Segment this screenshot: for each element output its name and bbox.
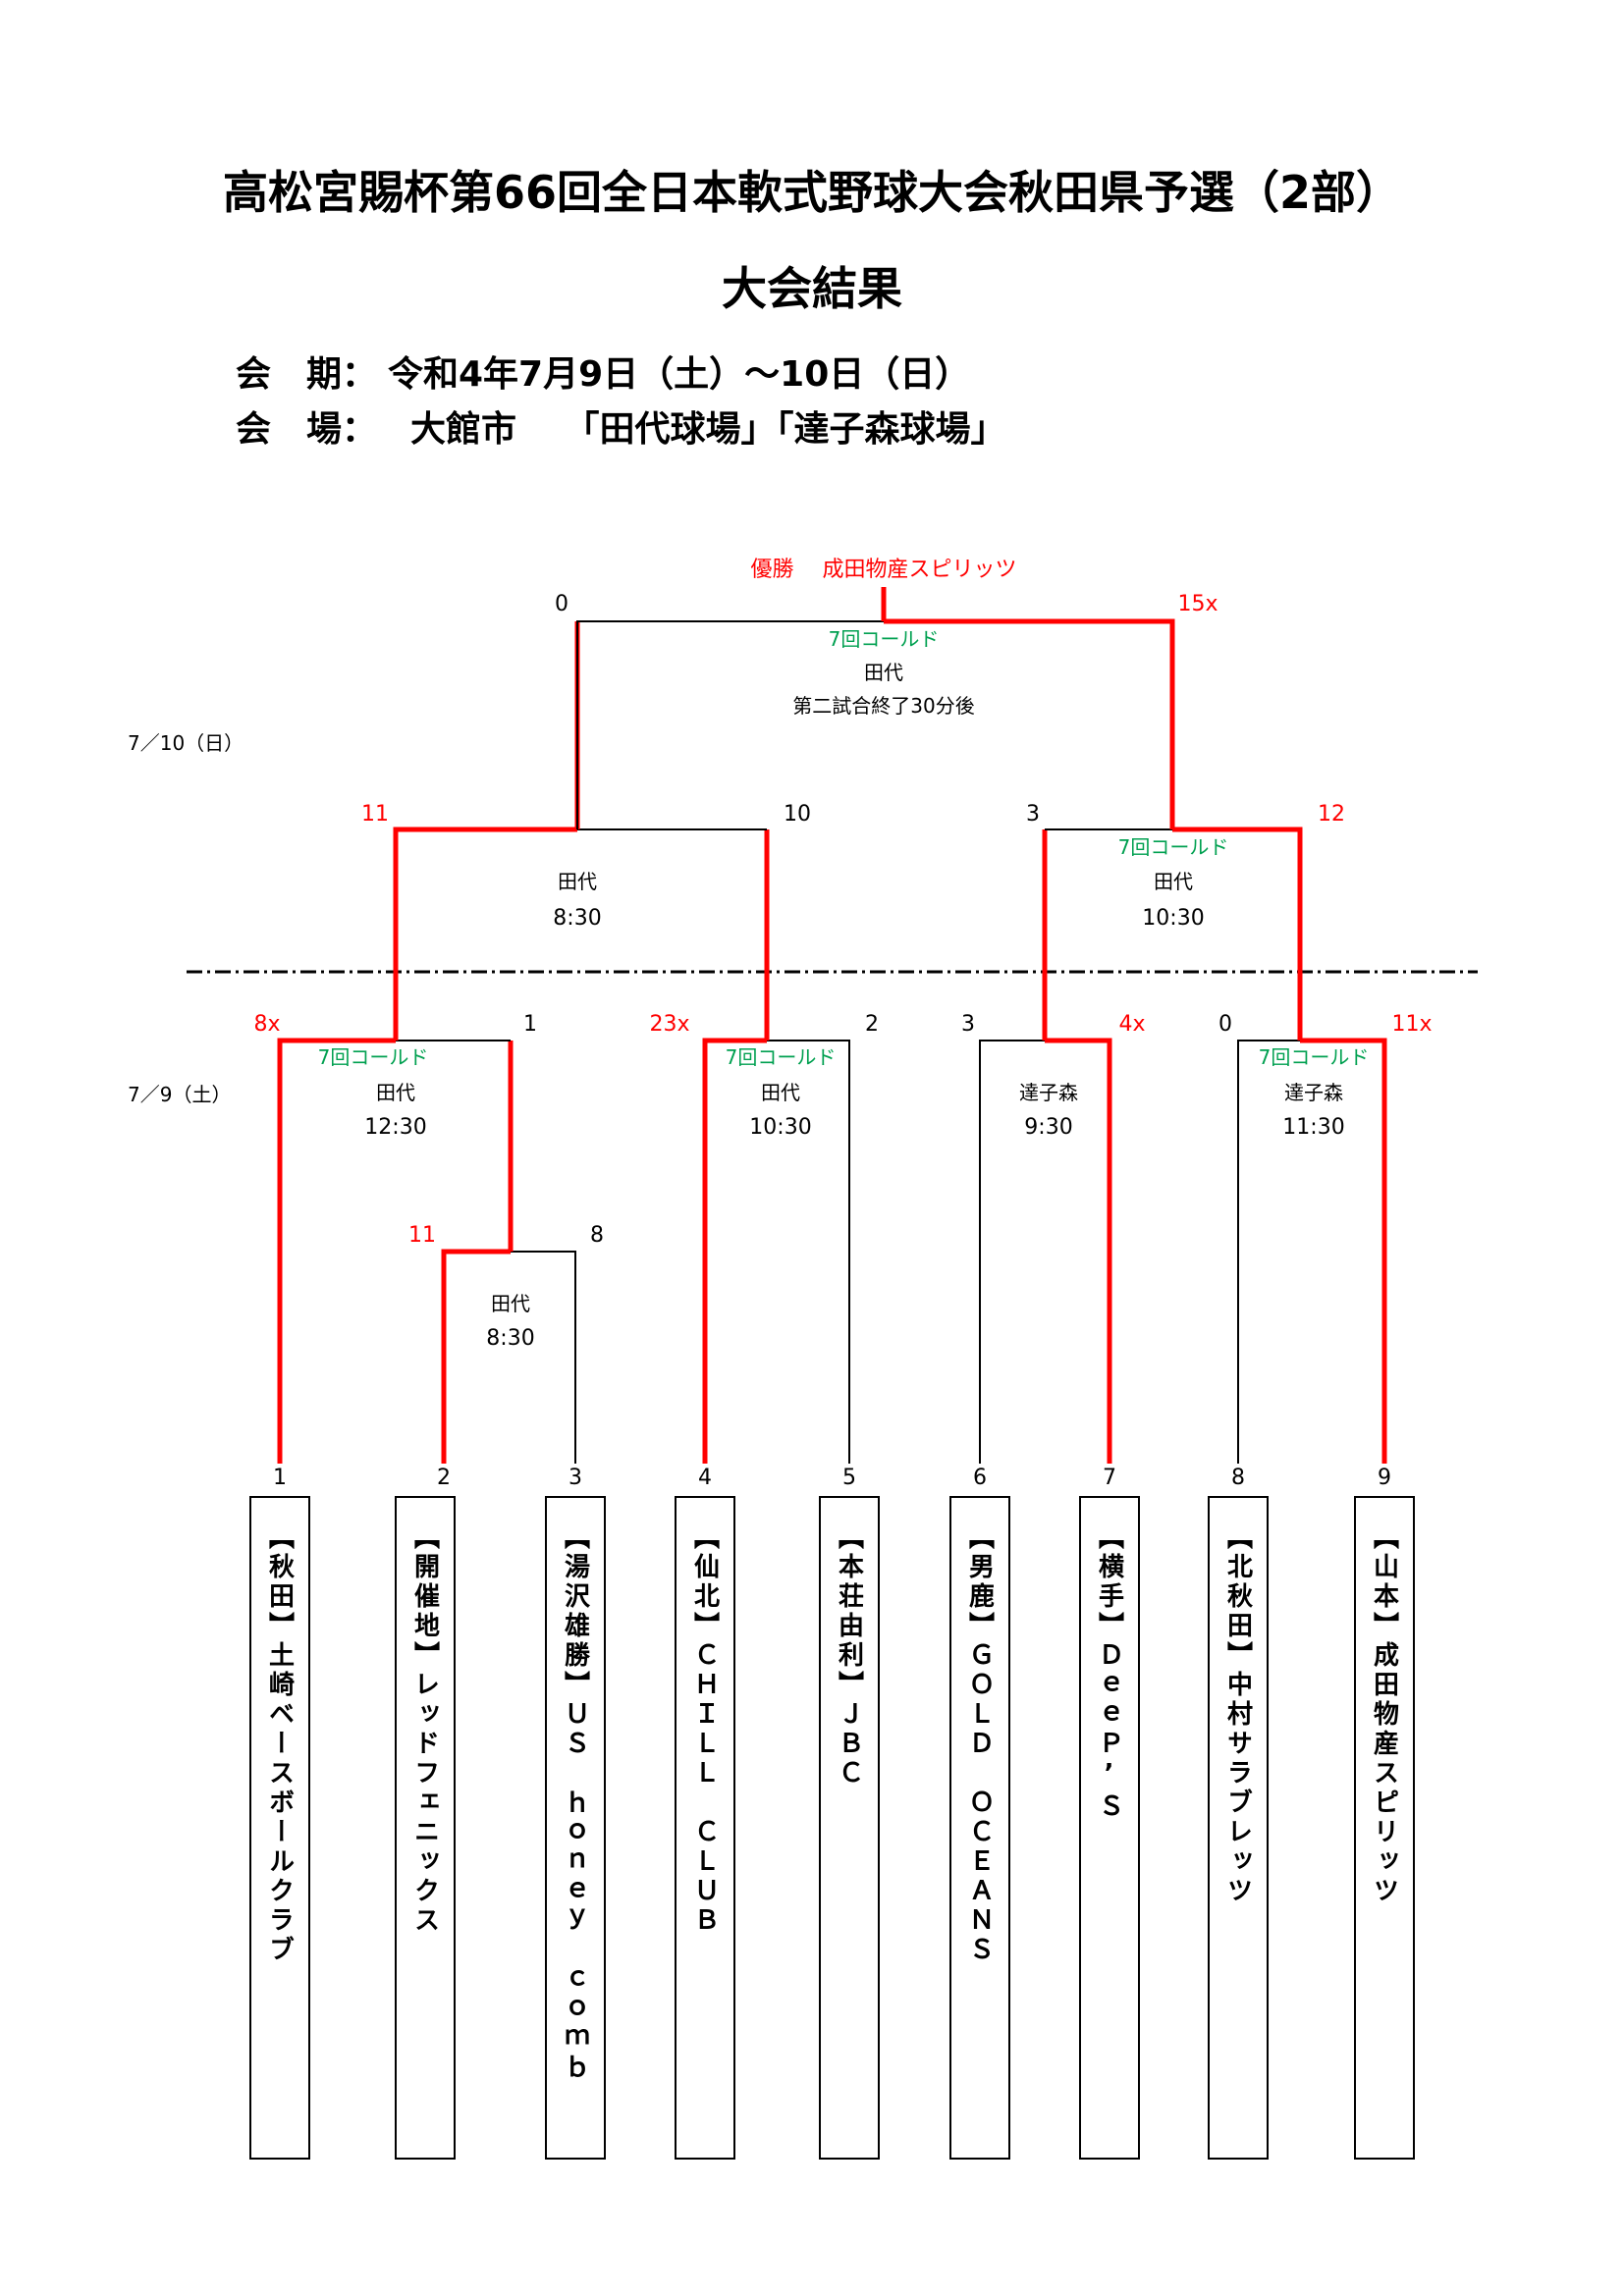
final-winner-line [884, 618, 1175, 829]
team-name: 【本荘由利】ＪＢＣ [834, 1523, 864, 1789]
g3-winner-score: 23x [649, 1012, 689, 1037]
g4-winner-score: 4x [1118, 1012, 1145, 1037]
page-title: 高松宮賜杯第66回全日本軟式野球大会秋田県予選（2部） [222, 166, 1402, 219]
g1-venue: 田代 [491, 1292, 530, 1315]
g7-note: 7回コールド [1118, 835, 1229, 859]
team-number: 5 [842, 1466, 856, 1490]
team-box-3: 【湯沢雄勝】ＵＳ ｈｏｎｅｙ ｃｏｍｂ [545, 1496, 606, 2160]
final-note: 7回コールド [829, 627, 940, 651]
team-box-2: 【開催地】レッドフェニックス [395, 1496, 456, 2160]
team-number: 2 [437, 1466, 451, 1490]
g2-time: 12:30 [364, 1115, 426, 1140]
team-name: 【開催地】レッドフェニックス [409, 1523, 440, 1936]
team-box-4: 【仙北】ＣＨＩＬＬ ＣＬＵＢ [675, 1496, 735, 2160]
g3-loser-score: 2 [865, 1012, 879, 1037]
g3-loser-line [767, 1040, 850, 1464]
g6-venue: 田代 [558, 870, 597, 893]
g1-loser-score: 8 [590, 1223, 604, 1248]
g7-time: 10:30 [1142, 906, 1204, 931]
g5-winner-line [1300, 1038, 1387, 1464]
team-name: 【横手】ＤｅｅＰ’Ｓ [1094, 1523, 1124, 1822]
team-name: 【山本】成田物産スピリッツ [1369, 1523, 1399, 1906]
g7-winner-line [1172, 827, 1303, 1041]
g5-note: 7回コールド [1259, 1045, 1370, 1069]
g3-venue: 田代 [761, 1081, 800, 1104]
team-number: 8 [1231, 1466, 1245, 1490]
date-day2: 7／10（日） [128, 731, 244, 755]
g3-note: 7回コールド [726, 1045, 837, 1069]
g4-venue: 達子森 [1019, 1081, 1078, 1104]
g4-time: 9:30 [1024, 1115, 1072, 1140]
g5-time: 11:30 [1282, 1115, 1344, 1140]
g6-winner-line [393, 827, 577, 1041]
g5-loser-score: 0 [1218, 1012, 1232, 1037]
team-name: 【秋田】土崎ベースボールクラブ [264, 1523, 295, 1965]
team-name: 【北秋田】中村サラブレッツ [1222, 1523, 1253, 1906]
final-winner-score: 15x [1177, 592, 1218, 616]
g7-venue: 田代 [1154, 870, 1193, 893]
g2-winner-line [277, 1038, 396, 1464]
g7-winner-score: 12 [1318, 802, 1345, 827]
g4-winner-line [1045, 1038, 1112, 1464]
final-time: 第二試合終了30分後 [792, 694, 974, 718]
champion-label: 優勝 成田物産スピリッツ [751, 558, 1017, 582]
g1-loser-line [511, 1251, 576, 1464]
g2-note: 7回コールド [318, 1045, 429, 1069]
team-box-1: 【秋田】土崎ベースボールクラブ [249, 1496, 310, 2160]
final-loser-line [576, 620, 884, 829]
team-name: 【仙北】ＣＨＩＬＬ ＣＬＵＢ [689, 1523, 720, 1936]
g3-time: 10:30 [749, 1115, 811, 1140]
final-venue: 田代 [864, 661, 903, 684]
team-box-5: 【本荘由利】ＪＢＣ [819, 1496, 880, 2160]
g5-loser-line [1237, 1040, 1300, 1464]
team-number: 6 [973, 1466, 987, 1490]
team-box-8: 【北秋田】中村サラブレッツ [1208, 1496, 1269, 2160]
g6-winner-score: 11 [361, 802, 389, 827]
team-number: 1 [273, 1466, 287, 1490]
g3-winner-line [702, 1038, 767, 1464]
g5-venue: 達子森 [1284, 1081, 1343, 1104]
team-box-7: 【横手】ＤｅｅＰ’Ｓ [1079, 1496, 1140, 2160]
g4-loser-score: 3 [961, 1012, 975, 1037]
venue-label: 会 場： [236, 409, 378, 450]
venue-value: 大館市 「田代球場」「達子森球場」 [410, 409, 1006, 450]
team-number: 3 [568, 1466, 582, 1490]
period-label: 会 期： [236, 354, 378, 395]
team-box-9: 【山本】成田物産スピリッツ [1354, 1496, 1415, 2160]
team-number: 4 [698, 1466, 712, 1490]
team-box-6: 【男鹿】ＧＯＬＤ ＯＣＥＡＮＳ [949, 1496, 1010, 2160]
team-number: 7 [1103, 1466, 1116, 1490]
g1-winner-score: 11 [408, 1223, 436, 1248]
team-name: 【湯沢雄勝】ＵＳ ｈｏｎｅｙ ｃｏｍｂ [560, 1523, 590, 2083]
g5-winner-score: 11x [1391, 1012, 1432, 1037]
period-value: 令和4年7月9日（土）～10日（日） [388, 354, 971, 395]
g2-loser-score: 1 [523, 1012, 537, 1037]
date-day1: 7／9（土） [128, 1083, 231, 1106]
g4-loser-line [979, 1040, 1045, 1464]
final-loser-score: 0 [555, 592, 568, 616]
g2-winner-score: 8x [253, 1012, 280, 1037]
team-name: 【男鹿】ＧＯＬＤ ＯＣＥＡＮＳ [964, 1523, 995, 1965]
g2-venue: 田代 [376, 1081, 415, 1104]
page-subtitle: 大会結果 [722, 262, 902, 315]
g1-winner-line [441, 1249, 511, 1464]
team-number: 9 [1378, 1466, 1391, 1490]
g6-time: 8:30 [553, 906, 601, 931]
g7-loser-score: 3 [1026, 802, 1040, 827]
g6-loser-score: 10 [784, 802, 811, 827]
g1-time: 8:30 [486, 1326, 534, 1351]
